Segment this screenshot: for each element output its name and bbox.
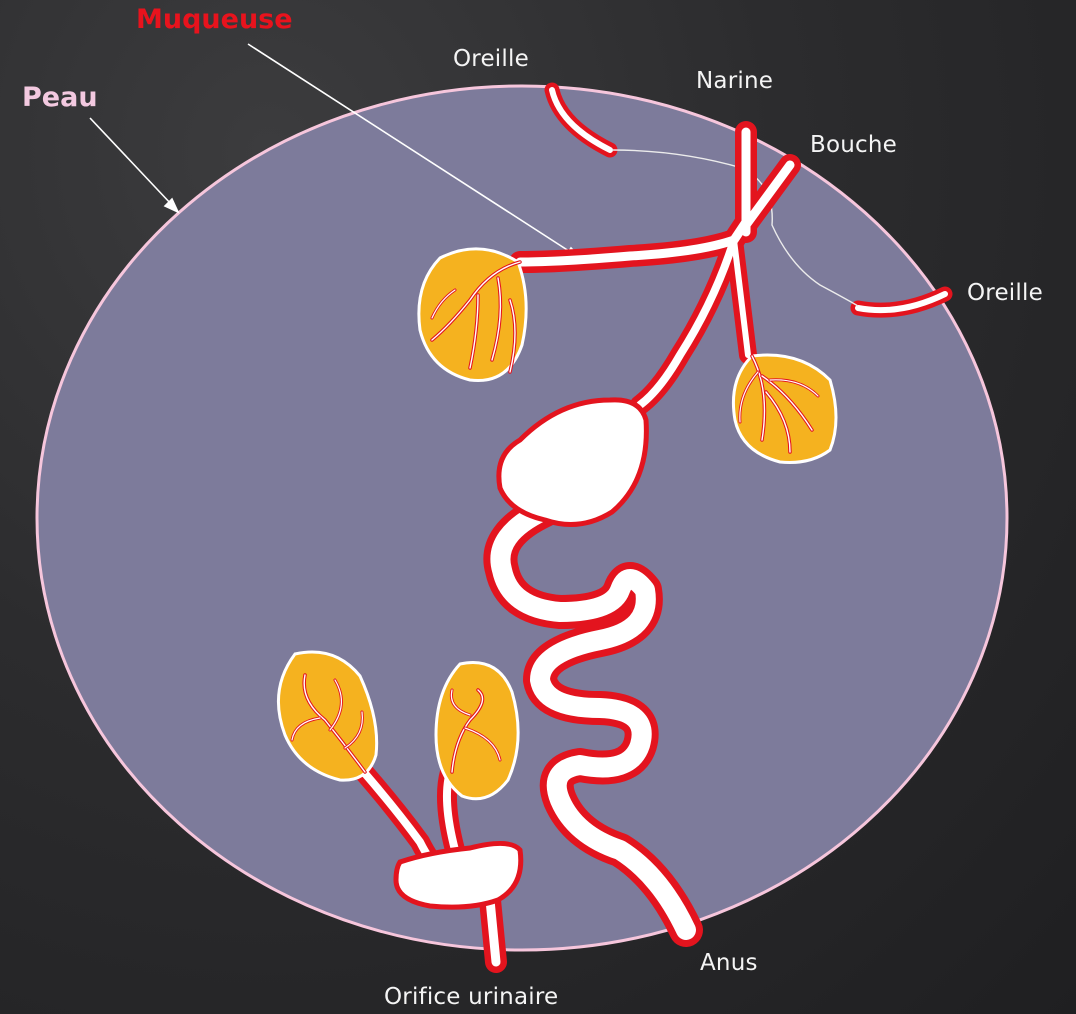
label-anus: Anus	[700, 950, 758, 976]
gland-lower-right	[436, 663, 518, 799]
label-muqueuse: Muqueuse	[136, 4, 293, 35]
label-peau: Peau	[22, 82, 98, 113]
gland-upper-right	[733, 355, 836, 463]
peau-pointer-arrow	[90, 118, 178, 212]
label-bouche: Bouche	[810, 132, 897, 158]
label-narine: Narine	[696, 68, 773, 94]
label-oreille-top: Oreille	[453, 46, 529, 72]
label-orifice-urinaire: Orifice urinaire	[384, 984, 558, 1010]
gland-upper-left	[419, 249, 526, 381]
label-oreille-right: Oreille	[967, 280, 1043, 306]
